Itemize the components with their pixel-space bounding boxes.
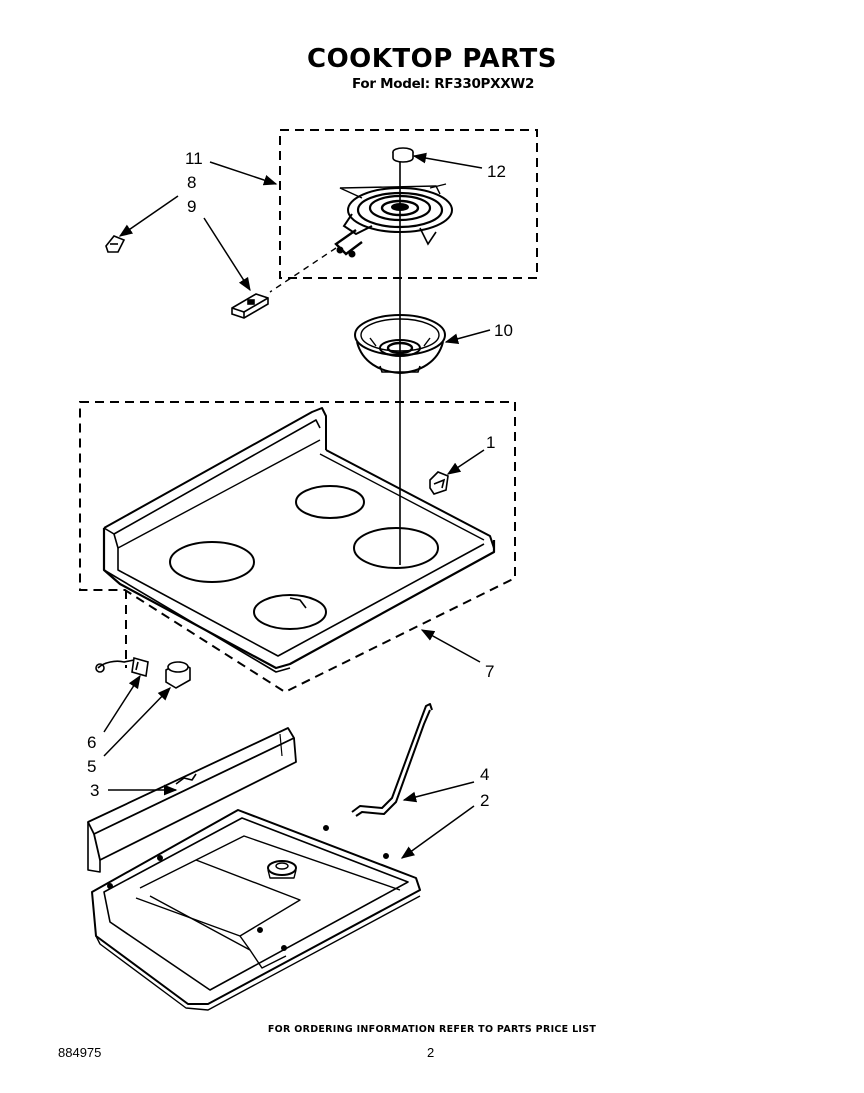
part-5-spacer [165,661,191,689]
part-8-clip [105,235,126,253]
part-4-support-rod [351,703,433,817]
callout-12: 12 [487,162,506,181]
page-number: 2 [427,1045,435,1060]
document-number: 884975 [58,1045,102,1060]
leader-6 [103,674,141,733]
leader-8 [118,195,179,237]
callout-1: 1 [486,433,496,452]
leader-lines [103,152,491,859]
leader-1 [446,449,485,475]
callout-10: 10 [494,321,513,340]
part-1-bracket [429,471,449,495]
part-3-front-panel [87,727,297,873]
callout-7: 7 [485,662,495,681]
part-12-cap [392,147,414,163]
callout-2: 2 [480,791,490,810]
callout-5: 5 [87,757,97,776]
callout-9: 9 [187,197,197,216]
callout-6: 6 [87,733,97,752]
callout-3: 3 [90,781,100,800]
leader-11 [209,161,278,186]
leader-12 [412,152,483,169]
cooktop-group-outline [79,401,516,694]
model-subtitle: For Model: RF330PXXW2 [352,76,535,92]
part-9-terminal-block [231,293,269,319]
leader-2 [400,805,475,859]
callout-8: 8 [187,173,197,192]
leader-7 [420,629,481,663]
ordering-note: FOR ORDERING INFORMATION REFER TO PARTS … [267,1024,597,1035]
callout-11: 11 [185,149,203,168]
callout-4: 4 [480,765,490,784]
part-6-wire-connector [95,656,149,678]
leader-4 [402,781,475,803]
element-group-outline [279,129,538,279]
part-11-surface-element [334,183,453,258]
element-terminal-link [269,247,337,293]
part-2-burner-box [91,809,421,1011]
page-title: COOKTOP PARTS [307,44,557,74]
part-7-cooktop [102,407,496,673]
leader-9 [203,217,251,292]
leader-5 [103,687,171,757]
leader-10 [444,329,491,345]
